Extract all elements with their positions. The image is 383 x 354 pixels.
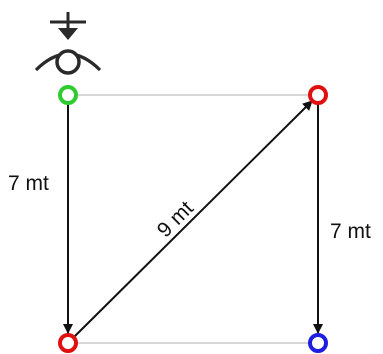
diagonal-arrow <box>73 100 313 338</box>
right-distance-label: 7 mt <box>330 220 371 243</box>
top-right-node <box>308 85 328 105</box>
end-node <box>308 333 328 353</box>
bottom-left-node <box>58 333 78 353</box>
diagonal-distance-label: 9 mt <box>153 197 198 242</box>
eye-with-arrow-icon <box>34 12 102 75</box>
left-distance-label: 7 mt <box>8 172 49 195</box>
start-node <box>58 85 78 105</box>
